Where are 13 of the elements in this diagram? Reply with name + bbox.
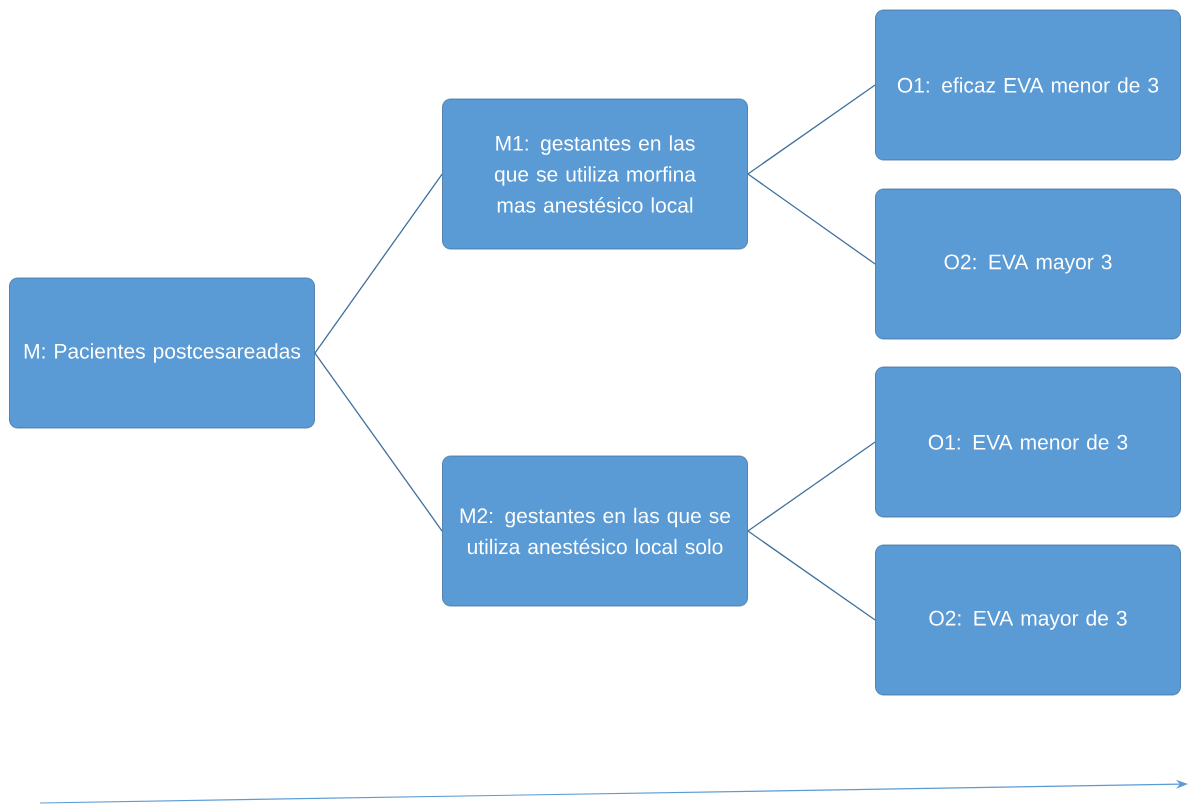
process-box: M2: gestantes en las que se utiliza anestésico local solo: [442, 455, 748, 607]
connector-line: [314, 173, 443, 354]
process-box: O1: EVA menor de 3: [875, 366, 1181, 518]
connector-line: [747, 441, 876, 532]
connector-line: [747, 530, 876, 621]
process-box: O2: EVA mayor de 3: [875, 544, 1181, 696]
process-box: M: Pacientes postcesareadas: [9, 277, 315, 429]
connector-line: [314, 352, 443, 532]
process-box: O1: eficaz EVA menor de 3: [875, 9, 1181, 161]
process-box: O2: EVA mayor 3: [875, 188, 1181, 340]
connector-line: [747, 173, 876, 265]
connector-line: [747, 84, 876, 175]
process-box: M1: gestantes en las que se utiliza morfina mas anestésico local: [442, 98, 748, 250]
